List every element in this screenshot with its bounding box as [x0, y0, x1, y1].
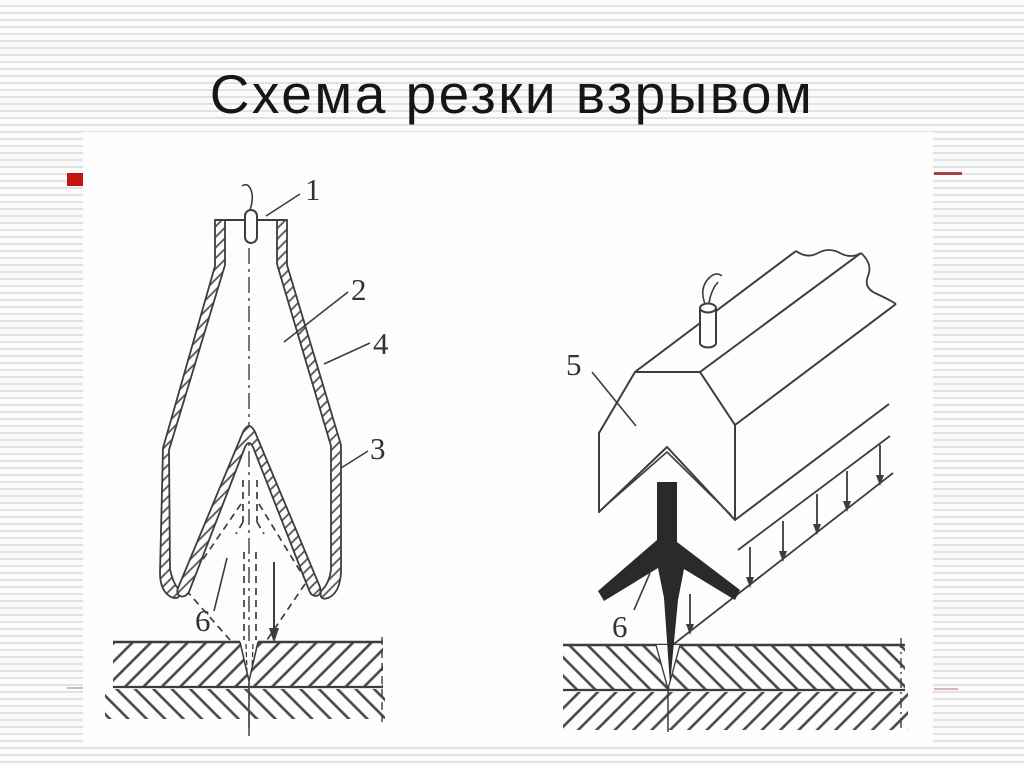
label-4: 4	[373, 326, 389, 361]
label-6-left: 6	[195, 603, 211, 638]
casing-wall-right	[276, 219, 342, 600]
conical-liner	[176, 425, 322, 598]
figure-right-linear-charge: 5 6	[563, 249, 908, 732]
detonator-capsule	[244, 209, 258, 244]
red-square-accent	[67, 173, 83, 186]
pale-red-line-right	[934, 688, 958, 690]
detonator-wire	[241, 183, 254, 211]
detonator-top	[699, 302, 717, 314]
torn-edge	[795, 249, 897, 305]
explosion-cutting-diagram: 1 2 4 3 6	[105, 172, 908, 736]
slide-title: Схема резки взрывом	[209, 63, 815, 125]
label-1: 1	[305, 172, 321, 207]
plate-cross-section-left	[105, 637, 385, 736]
plate-cross-section-right	[563, 638, 908, 732]
label-6-right: 6	[612, 609, 628, 644]
pressure-arrows	[686, 445, 884, 635]
diagram-panel: 1 2 4 3 6	[83, 132, 933, 746]
detonator-cylinder	[699, 308, 717, 349]
v-groove-liner	[602, 451, 732, 516]
casing-wall-left	[159, 219, 226, 600]
red-line-accent	[934, 172, 962, 175]
label-3: 3	[370, 431, 386, 466]
labels-right	[591, 371, 651, 611]
jet-arrow	[269, 562, 279, 643]
figure-left-shaped-charge: 1 2 4 3 6	[105, 172, 389, 736]
pale-red-line-left	[67, 687, 83, 689]
detonator-wires	[701, 273, 723, 305]
cutting-jet	[598, 482, 740, 684]
label-5: 5	[566, 347, 582, 382]
jet-formation-dashes	[185, 480, 306, 641]
labels-left	[213, 193, 371, 612]
pressure-band	[669, 435, 894, 648]
label-2: 2	[351, 272, 367, 307]
